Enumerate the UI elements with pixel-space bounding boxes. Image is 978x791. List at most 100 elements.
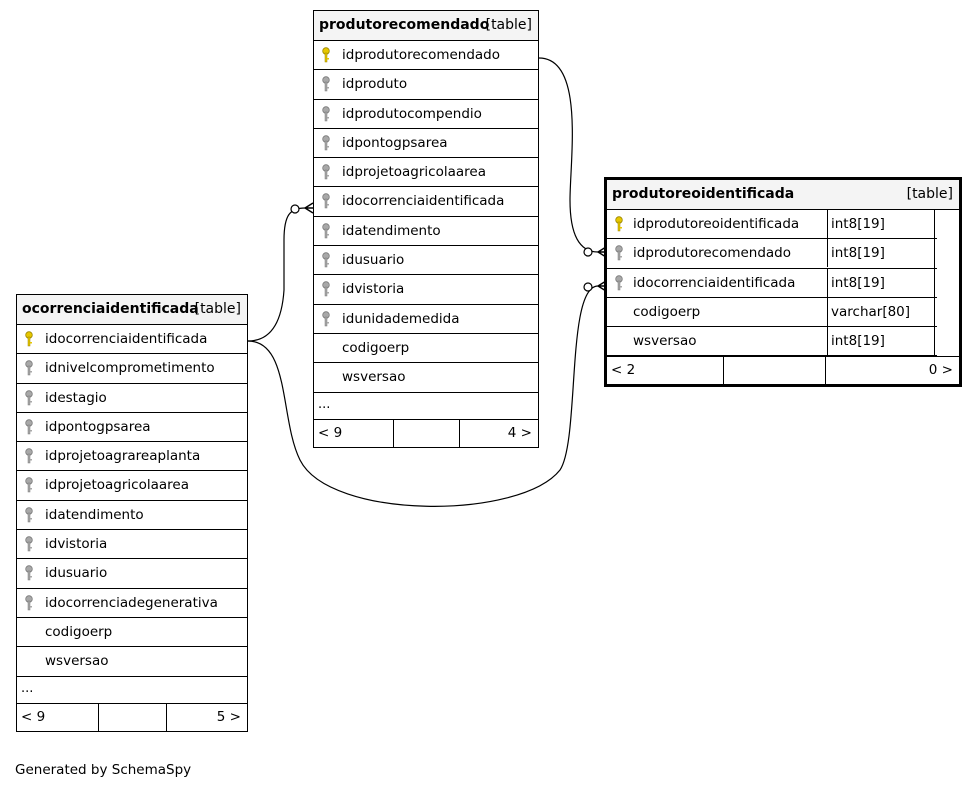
column-row-codigoerp[interactable]: codigoerp <box>314 334 538 364</box>
column-name: idprojetoagrareaplanta <box>45 448 201 465</box>
column-row-idvistoria[interactable]: idvistoria <box>314 275 538 305</box>
foreign-key-icon <box>24 536 34 552</box>
table-name: produtoreoidentificada <box>612 186 795 202</box>
column-type: int8[19] <box>827 239 885 268</box>
foreign-key-icon <box>24 419 34 435</box>
foreign-key-icon <box>321 223 331 239</box>
foreign-key-icon <box>24 360 34 376</box>
column-row-wsversao[interactable]: wsversao <box>17 647 247 677</box>
column-row-wsversao[interactable]: wsversao <box>314 363 538 393</box>
column-row-idatendimento[interactable]: idatendimento <box>17 501 247 531</box>
foreign-key-icon <box>614 245 624 261</box>
column-name: idprojetoagricolaarea <box>342 164 486 181</box>
generated-by-footer: Generated by SchemaSpy <box>15 762 192 778</box>
column-row-idproduto[interactable]: idproduto <box>314 70 538 100</box>
column-name: idocorrenciaidentificada <box>342 193 505 210</box>
table-header[interactable]: ocorrenciaidentificada [table] <box>17 295 247 325</box>
relationship-produtorecomendado-to-produtoreoidentificada <box>538 57 599 253</box>
column-row-idprojetoagricolaarea[interactable]: idprojetoagricolaarea <box>314 158 538 188</box>
relationship-ocorrencia-to-produtorecomendado <box>247 207 306 342</box>
column-row-codigoerp[interactable]: codigoerp varchar[80] <box>607 297 937 328</box>
column-name: idusuario <box>45 565 108 582</box>
column-name: idestagio <box>45 389 107 406</box>
column-row-idestagio[interactable]: idestagio <box>17 384 247 413</box>
relationship-crowfoot <box>304 202 314 214</box>
more-columns[interactable]: ... <box>17 677 247 704</box>
children-count[interactable]: 4 > <box>507 424 532 441</box>
table-footer: < 2 0 > <box>607 356 959 385</box>
parents-count[interactable]: < 2 <box>611 362 636 379</box>
column-name: idnivelcomprometimento <box>45 360 215 377</box>
more-columns[interactable]: ... <box>314 393 538 420</box>
column-name: codigoerp <box>45 623 113 640</box>
column-name: codigoerp <box>342 339 410 356</box>
column-row-idunidademedida[interactable]: idunidademedida <box>314 305 538 334</box>
column-name: idusuario <box>342 252 405 269</box>
relationship-end-circle <box>290 204 300 214</box>
table-produtorecomendado[interactable]: produtorecomendado [table] idprodutoreco… <box>313 10 539 448</box>
column-name: idatendimento <box>45 506 144 523</box>
foreign-key-icon <box>321 76 331 92</box>
column-row-idocorrenciadegenerativa[interactable]: idocorrenciadegenerativa <box>17 589 247 618</box>
table-kind: [table] <box>194 301 241 317</box>
children-count[interactable]: 0 > <box>928 362 953 379</box>
column-row-idprojetoagrareaplanta[interactable]: idprojetoagrareaplanta <box>17 442 247 472</box>
foreign-key-icon <box>24 565 34 581</box>
foreign-key-icon <box>321 193 331 209</box>
foreign-key-icon <box>321 105 331 122</box>
column-name: idunidademedida <box>342 310 460 327</box>
column-name: idvistoria <box>45 536 108 553</box>
table-kind: [table] <box>485 17 532 33</box>
table-header[interactable]: produtorecomendado [table] <box>314 11 538 41</box>
foreign-key-icon <box>24 477 34 493</box>
foreign-key-icon <box>321 164 331 180</box>
column-name: idproduto <box>342 76 408 93</box>
column-row-idnivelcomprometimento[interactable]: idnivelcomprometimento <box>17 354 247 384</box>
column-name: idvistoria <box>342 281 405 298</box>
column-row-idpontogpsarea[interactable]: idpontogpsarea <box>314 129 538 159</box>
column-row-codigoerp[interactable]: codigoerp <box>17 618 247 648</box>
column-row-idprojetoagricolaarea[interactable]: idprojetoagricolaarea <box>17 471 247 501</box>
column-name: wsversao <box>45 653 109 670</box>
column-row-idocorrenciaidentificada[interactable]: idocorrenciaidentificada <box>314 187 538 217</box>
parents-count[interactable]: < 9 <box>318 424 343 441</box>
column-name: idatendimento <box>342 222 441 239</box>
column-name: idocorrenciaidentificada <box>45 331 208 347</box>
children-count[interactable]: 5 > <box>216 708 241 725</box>
table-header[interactable]: produtoreoidentificada [table] <box>607 180 959 210</box>
table-ocorrenciaidentificada[interactable]: ocorrenciaidentificada [table] idocorren… <box>16 294 248 732</box>
column-row-idusuario[interactable]: idusuario <box>17 559 247 589</box>
column-row-idatendimento[interactable]: idatendimento <box>314 217 538 247</box>
column-name: idprodutorecomendado <box>342 47 501 63</box>
column-type: int8[19] <box>827 268 885 297</box>
foreign-key-icon <box>321 310 331 327</box>
column-row-idprodutocompendio[interactable]: idprodutocompendio <box>314 100 538 129</box>
column-row-idprodutorecomendado[interactable]: idprodutorecomendado <box>314 41 538 71</box>
foreign-key-icon <box>321 252 331 268</box>
table-footer: < 9 5 > <box>17 703 247 731</box>
foreign-key-icon <box>24 507 34 523</box>
parents-count[interactable]: < 9 <box>21 708 46 725</box>
table-footer: < 9 4 > <box>314 419 538 447</box>
table-name: ocorrenciaidentificada <box>22 301 199 317</box>
column-row-idusuario[interactable]: idusuario <box>314 246 538 276</box>
column-row-idocorrenciaidentificada[interactable]: idocorrenciaidentificada <box>17 325 247 355</box>
column-name: codigoerp <box>633 303 701 320</box>
primary-key-icon <box>321 47 331 63</box>
column-type: varchar[80] <box>827 297 910 326</box>
column-type: int8[19] <box>827 327 885 356</box>
table-side-rail <box>934 210 959 357</box>
foreign-key-icon <box>24 448 34 464</box>
relationship-end-circle <box>583 247 593 257</box>
table-kind: [table] <box>906 186 953 202</box>
foreign-key-icon <box>614 274 624 291</box>
foreign-key-icon <box>24 389 34 406</box>
table-produtoreoidentificada[interactable]: produtoreoidentificada [table] idproduto… <box>604 177 962 388</box>
column-row-idvistoria[interactable]: idvistoria <box>17 530 247 560</box>
column-row-idpontogpsarea[interactable]: idpontogpsarea <box>17 413 247 443</box>
